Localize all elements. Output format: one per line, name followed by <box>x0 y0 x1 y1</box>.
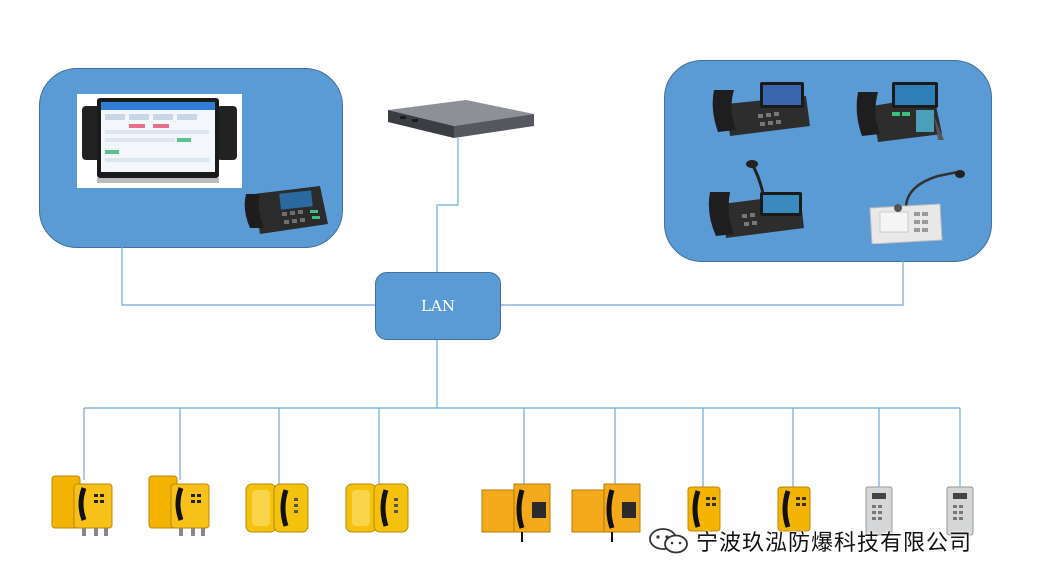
wechat-icon <box>649 528 688 554</box>
industrial-phone-image <box>481 483 551 542</box>
intercom-panel-image <box>865 486 893 536</box>
explosion-proof-phone-image <box>148 475 210 536</box>
lan-hub: LAN <box>375 272 501 340</box>
industrial-phone-image <box>571 483 641 542</box>
compact-industrial-phone-image <box>687 486 721 532</box>
ip-video-phone-image <box>712 82 810 136</box>
paging-microphone-console-image <box>869 170 965 244</box>
touchscreen-console-image <box>77 94 242 188</box>
intercom-panel-image <box>946 486 974 536</box>
compact-industrial-phone-image <box>777 486 811 532</box>
ip-video-phone-expansion-image <box>856 82 944 142</box>
weatherproof-phone-image <box>345 483 409 533</box>
watermark: 宁波玖泓防爆科技有限公司 <box>648 524 972 558</box>
explosion-proof-phone-image <box>51 475 113 536</box>
lan-label: LAN <box>421 297 455 315</box>
ip-desk-phone-image <box>244 186 328 234</box>
rack-server-image <box>388 100 534 138</box>
watermark-text: 宁波玖泓防爆科技有限公司 <box>696 531 973 556</box>
ip-video-phone-with-mic-image <box>708 160 804 238</box>
weatherproof-phone-image <box>245 483 309 533</box>
